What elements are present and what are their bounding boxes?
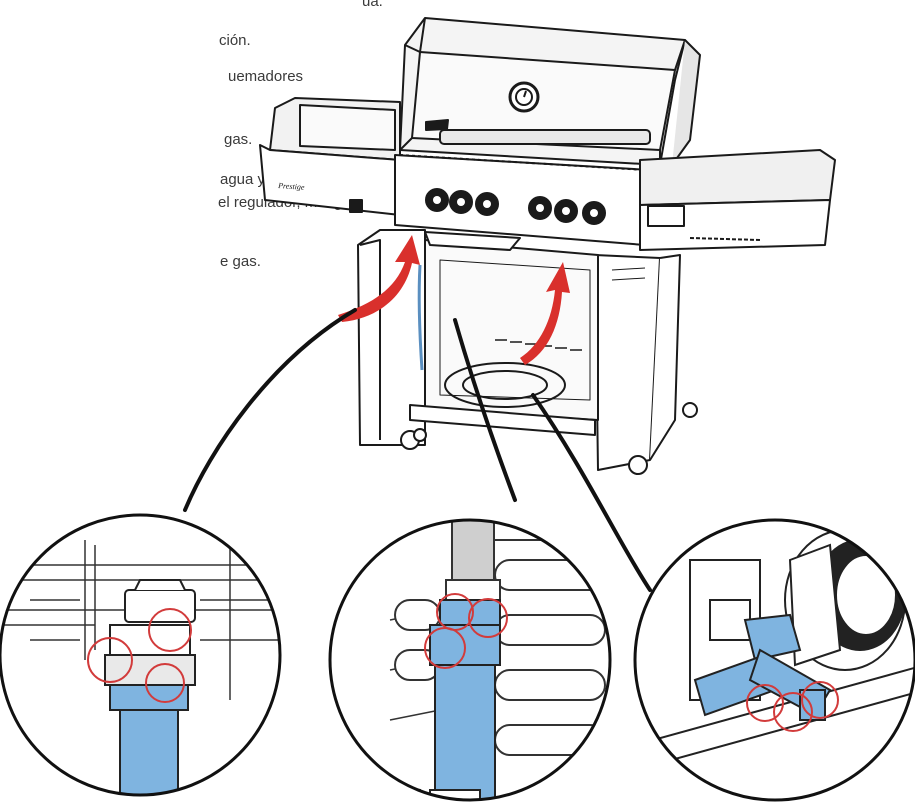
side-label: Prestige — [277, 181, 305, 192]
instruction-line-1: ua. — [362, 0, 383, 10]
lid-logo — [425, 119, 449, 131]
instruction-line-7: e gas. — [220, 253, 261, 270]
leak-check-circles — [746, 681, 839, 732]
instruction-line-3: uemadores — [228, 68, 304, 85]
instruction-line-2: ción. — [219, 32, 251, 49]
grill-lid — [399, 17, 686, 166]
callout-center — [328, 518, 612, 802]
right-side-shelf — [639, 149, 836, 251]
instruction-line-4: gas. — [224, 131, 253, 148]
thermometer-icon — [508, 81, 540, 113]
control-panel — [394, 154, 651, 246]
callout-right — [633, 518, 915, 802]
leader-lines — [183, 308, 652, 592]
arrow-right — [520, 262, 570, 365]
callout-left — [0, 513, 282, 797]
grill-hose — [417, 264, 424, 371]
grill: Prestige — [259, 17, 836, 475]
left-side-shelf: Prestige — [259, 97, 401, 216]
cart — [357, 229, 698, 475]
arrow-left — [338, 235, 420, 322]
leak-check-circles — [424, 593, 508, 669]
red-arrows — [338, 235, 570, 365]
leak-check-circles — [87, 608, 192, 703]
